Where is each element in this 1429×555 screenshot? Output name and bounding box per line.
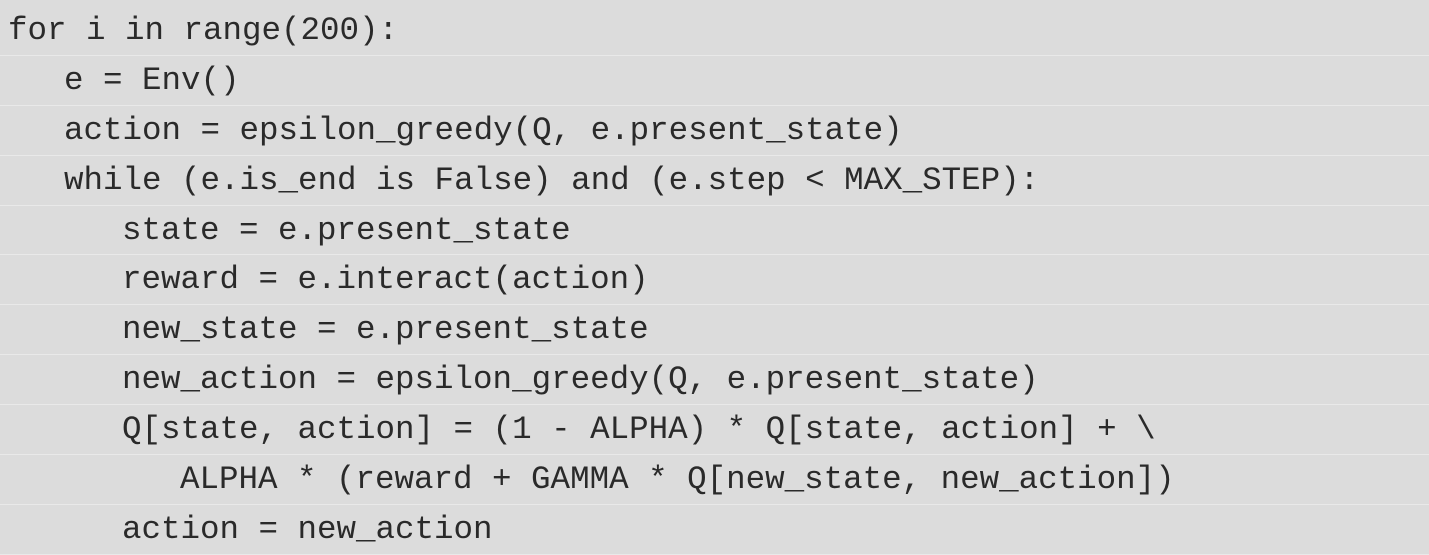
code-line: new_state = e.present_state — [0, 305, 1429, 356]
code-line: ALPHA * (reward + GAMMA * Q[new_state, n… — [0, 455, 1429, 505]
code-line: for i in range(200): — [0, 6, 1429, 56]
code-line: state = e.present_state — [0, 206, 1429, 256]
code-line: new_action = epsilon_greedy(Q, e.present… — [0, 355, 1429, 406]
code-line: Q[state, action] = (1 - ALPHA) * Q[state… — [0, 405, 1429, 456]
code-line: e = Env() — [0, 56, 1429, 106]
code-line: action = epsilon_greedy(Q, e.present_sta… — [0, 106, 1429, 156]
code-line: while (e.is_end is False) and (e.step < … — [0, 156, 1429, 206]
code-line: reward = e.interact(action) — [0, 255, 1429, 306]
code-line: action = new_action — [0, 505, 1429, 555]
